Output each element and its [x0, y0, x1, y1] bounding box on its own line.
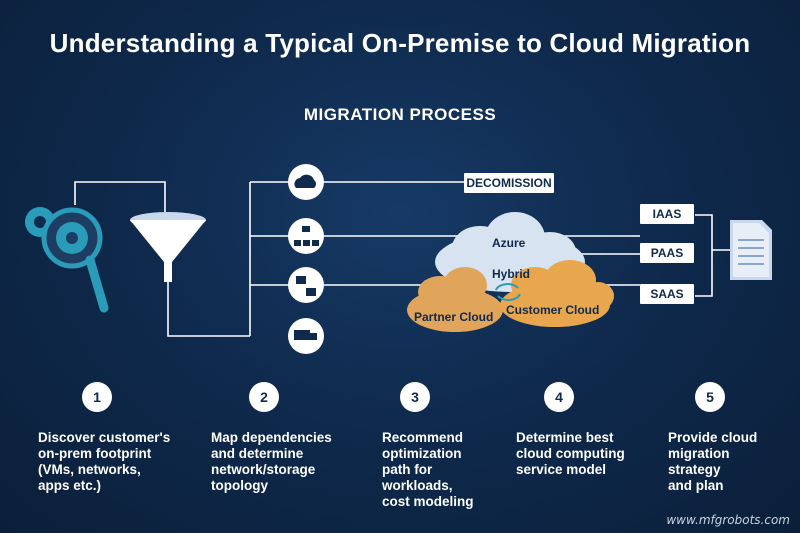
step-3-text: Recommend optimization path for workload… — [382, 430, 474, 509]
page-title: Understanding a Typical On-Premise to Cl… — [49, 28, 751, 58]
document-icon — [730, 220, 772, 280]
hybrid-sync-icon — [495, 283, 521, 301]
network-hierarchy-icon — [288, 218, 324, 254]
step-1-text: Discover customer's on-prem footprint (V… — [38, 430, 171, 493]
connector-lines — [74, 181, 730, 337]
watermark: www.mfgrobots.com — [666, 513, 790, 527]
gears-search-icon — [25, 207, 109, 313]
step-2-text: Map dependencies and determine network/s… — [211, 430, 332, 493]
decommission-label: DECOMISSION — [464, 173, 554, 193]
paas-label: PAAS — [640, 243, 694, 263]
step-5-text: Provide cloud migration strategy and pla… — [668, 430, 758, 493]
section-subtitle: MIGRATION PROCESS — [303, 105, 497, 124]
branch-icons — [288, 164, 324, 354]
customer-cloud — [500, 260, 614, 327]
saas-label: SAAS — [640, 284, 694, 304]
step-5-number: 5 — [695, 382, 725, 412]
hybrid-cloud-label: Hybrid — [492, 267, 531, 281]
line-search-to-funnel — [74, 181, 166, 212]
step-3-number: 3 — [400, 382, 430, 412]
azure-cloud-label: Azure — [492, 236, 526, 250]
line-services-to-doc — [695, 214, 713, 297]
cloud-group — [407, 212, 614, 332]
partner-cloud — [407, 267, 503, 332]
step-4-text: Determine best cloud computing service m… — [516, 430, 625, 477]
customer-cloud-label: Customer Cloud — [506, 303, 600, 317]
step-1-number: 1 — [82, 382, 112, 412]
funnel-icon — [130, 212, 206, 282]
partner-cloud-label: Partner Cloud — [414, 310, 494, 324]
step-4-number: 4 — [544, 382, 574, 412]
step-2-number: 2 — [249, 382, 279, 412]
line-funnel-to-branches — [167, 280, 250, 337]
server-move-icon — [288, 267, 324, 303]
iaas-label: IAAS — [640, 204, 694, 224]
